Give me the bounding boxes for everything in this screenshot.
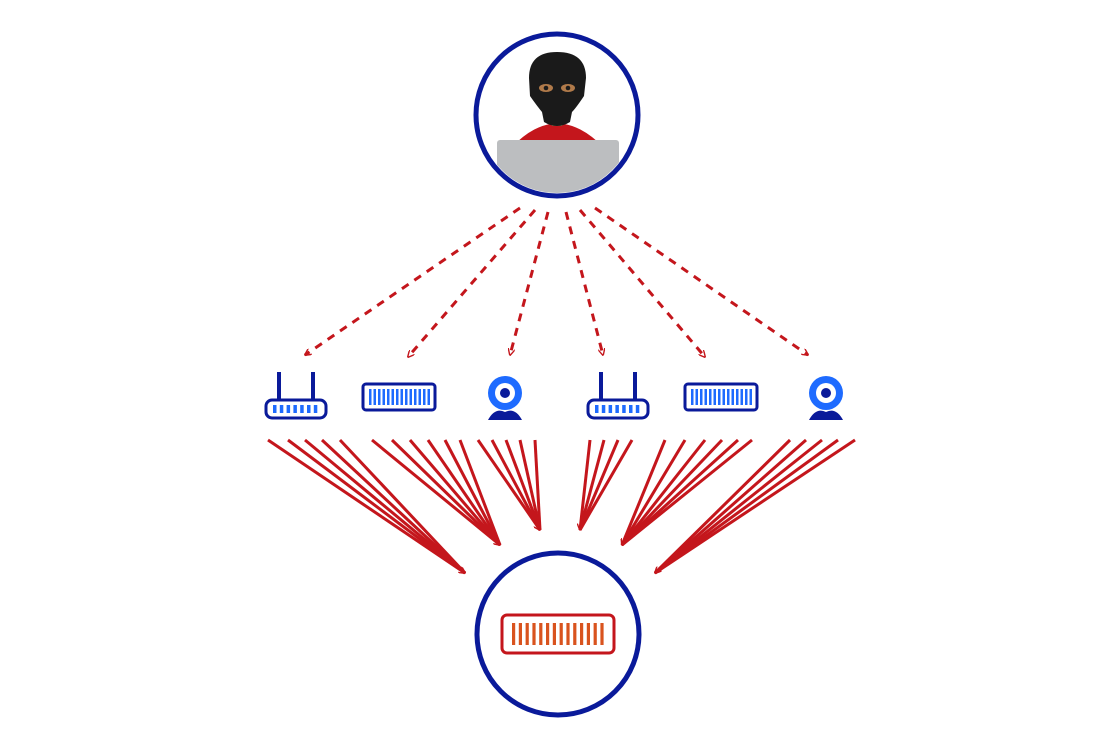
attack-arrow xyxy=(443,439,502,546)
attack-arrow xyxy=(371,438,500,545)
webcam-icon xyxy=(809,376,843,420)
attack-arrow xyxy=(654,438,839,575)
server-icon xyxy=(500,613,616,655)
attack-arrow xyxy=(622,439,667,545)
attack-arrow xyxy=(490,439,542,531)
attack-arrow xyxy=(320,438,467,575)
attack-arrow xyxy=(621,438,753,547)
attack-arrow xyxy=(578,439,606,531)
command-arrows xyxy=(305,206,808,357)
network-switch-icon xyxy=(361,382,437,412)
masked-hacker-with-laptop-icon xyxy=(497,52,619,193)
attack-arrow xyxy=(620,438,724,547)
attack-arrow xyxy=(655,438,792,573)
attack-arrow xyxy=(620,439,707,546)
attack-arrow xyxy=(518,439,542,531)
attack-arrow xyxy=(390,438,502,547)
attack-arrow xyxy=(426,439,502,546)
webcam-icon xyxy=(488,376,522,420)
attack-arrow xyxy=(654,438,807,575)
attack-arrow xyxy=(620,439,687,546)
router-icon xyxy=(586,372,650,420)
attacker-node xyxy=(473,31,641,199)
command-arrow xyxy=(564,211,603,355)
target-node xyxy=(474,550,642,718)
attack-arrow xyxy=(267,438,465,573)
botnet-devices xyxy=(264,372,843,420)
attack-arrow xyxy=(338,438,467,575)
attack-arrow xyxy=(408,439,502,546)
attack-arrow xyxy=(580,439,592,530)
network-switch-icon xyxy=(683,382,759,412)
command-arrow xyxy=(305,206,521,355)
attack-arrow xyxy=(476,439,540,530)
attack-traffic-arrows xyxy=(267,438,856,575)
command-arrow xyxy=(408,209,537,357)
router-icon xyxy=(264,372,328,420)
attack-arrow xyxy=(578,439,620,531)
attack-arrow xyxy=(504,439,542,531)
attack-arrow xyxy=(458,439,502,546)
command-arrow xyxy=(510,211,550,355)
command-arrow xyxy=(594,206,808,355)
attack-arrow xyxy=(654,438,823,575)
attack-arrow xyxy=(654,438,856,575)
attack-arrow xyxy=(578,439,634,531)
attack-arrow xyxy=(287,438,466,575)
attack-arrow xyxy=(304,438,466,575)
command-arrow xyxy=(578,209,705,357)
attack-arrow xyxy=(533,439,542,531)
